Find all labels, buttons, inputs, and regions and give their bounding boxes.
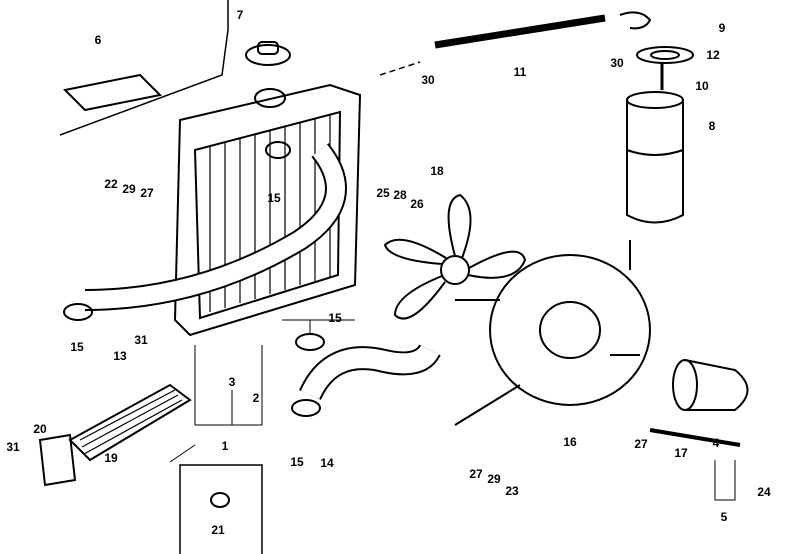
callout-15c: 15 (328, 311, 342, 325)
callout-3: 3 (228, 375, 236, 389)
callout-15: 15 (267, 191, 281, 205)
callout-27c: 27 (634, 437, 648, 451)
divider-line (59, 0, 229, 136)
callout-27: 27 (140, 186, 154, 200)
radiator (173, 83, 362, 337)
callout-17: 17 (674, 446, 688, 460)
callout-27b: 27 (469, 467, 483, 481)
callout-25: 25 (376, 186, 390, 200)
overflow-hose (434, 14, 606, 49)
callout-10: 10 (695, 79, 709, 93)
callout-31b: 31 (6, 440, 20, 454)
radiator-cap (245, 44, 291, 66)
callout-24: 24 (757, 485, 771, 499)
callout-16: 16 (563, 435, 577, 449)
callout-4: 4 (712, 436, 720, 450)
callout-19: 19 (104, 451, 118, 465)
callout-22: 22 (104, 177, 118, 191)
callout-14: 14 (320, 456, 334, 470)
fan-motor (649, 359, 749, 447)
callout-11: 11 (513, 65, 527, 79)
callout-23: 23 (505, 484, 519, 498)
callout-28: 28 (393, 188, 407, 202)
label-plate (62, 73, 163, 112)
callout-13: 13 (113, 349, 127, 363)
cooling-fan (383, 193, 527, 320)
callout-18: 18 (430, 164, 444, 178)
callout-15b: 15 (70, 340, 84, 354)
callout-6: 6 (94, 33, 102, 47)
callout-8: 8 (708, 119, 716, 133)
callout-29: 29 (122, 182, 136, 196)
callout-5: 5 (720, 510, 728, 524)
callout-15d: 15 (290, 455, 304, 469)
callout-12: 12 (706, 48, 720, 62)
callout-7: 7 (236, 8, 244, 22)
callout-20: 20 (33, 422, 47, 436)
callout-29b: 29 (487, 472, 501, 486)
callout-30: 30 (421, 73, 435, 87)
fan-shroud (454, 240, 651, 426)
callout-31: 31 (134, 333, 148, 347)
callout-30b: 30 (610, 56, 624, 70)
callout-21: 21 (211, 523, 225, 537)
reservoir-tank (619, 11, 694, 224)
oil-cooler (38, 383, 192, 487)
inset-box (179, 464, 263, 554)
callout-9: 9 (718, 21, 726, 35)
callout-2: 2 (252, 391, 260, 405)
callout-26: 26 (410, 197, 424, 211)
callout-1: 1 (221, 439, 229, 453)
